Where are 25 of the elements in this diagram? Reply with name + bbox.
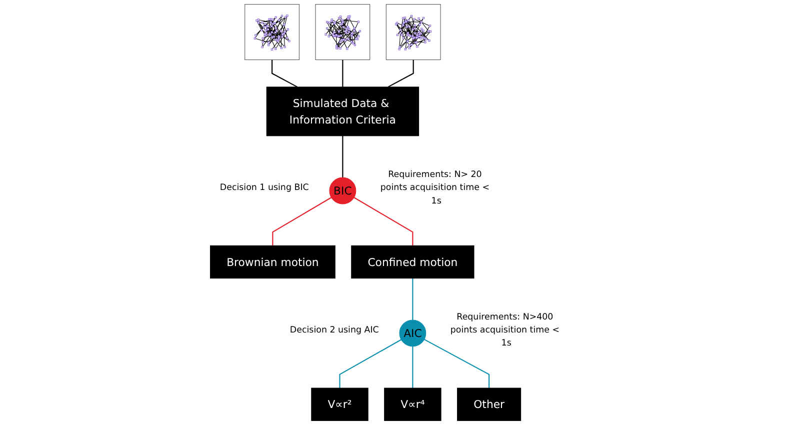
node-box: Other <box>457 388 522 421</box>
connector <box>388 60 414 88</box>
node-picture <box>386 4 441 60</box>
connector <box>412 278 414 320</box>
node-label: Requirements: N> 20 points acquisition time < 1s <box>380 169 490 206</box>
node-label: Decision 2 using AIC <box>290 324 379 335</box>
node-label: Requirements: N>400 points acquisition time < 1s <box>450 311 560 348</box>
connector <box>342 136 344 178</box>
node-picture <box>315 4 370 60</box>
node-picture <box>244 4 300 60</box>
connector <box>424 338 490 388</box>
node-circle: AIC <box>399 320 426 347</box>
connector <box>342 60 344 87</box>
connector <box>354 197 414 246</box>
node-label: Decision 1 using BIC <box>220 182 309 192</box>
node-circle: BIC <box>329 177 356 204</box>
node-box: V∝r⁴ <box>384 388 442 421</box>
node-box: V∝r² <box>311 388 368 421</box>
node-box: Confined motion <box>351 245 474 279</box>
node-box: Simulated Data & Information Criteria <box>266 86 420 136</box>
node-box: Brownian motion <box>210 245 336 279</box>
connector <box>339 339 402 388</box>
connector <box>412 346 414 388</box>
connector <box>272 60 298 88</box>
connector <box>272 197 332 246</box>
